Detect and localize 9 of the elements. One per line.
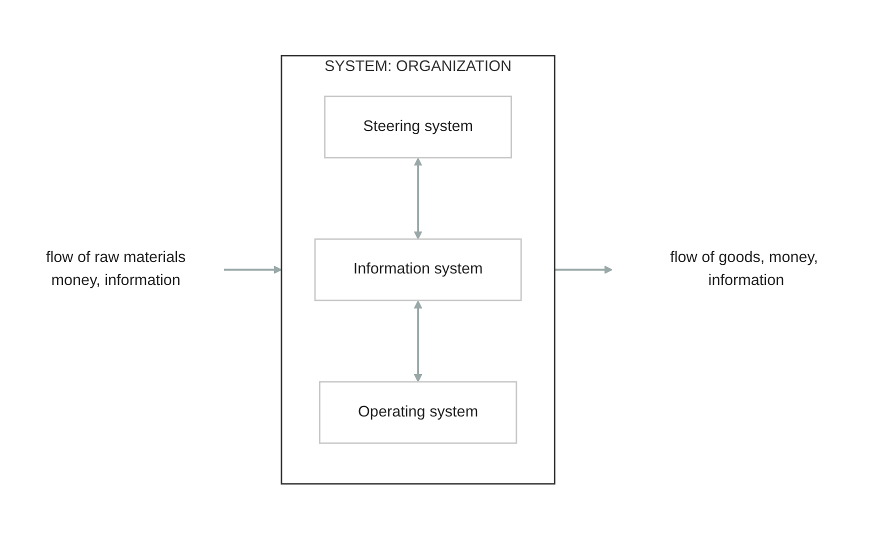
arrow <box>414 157 422 240</box>
node-text: flow of raw materials money, information <box>46 249 186 289</box>
arrow <box>224 265 282 274</box>
node-box: Operating system <box>318 380 518 444</box>
arrow <box>554 265 612 274</box>
node-text: flow of goods, money, information <box>670 249 818 289</box>
arrow <box>414 300 422 382</box>
node-box: Steering system <box>324 95 512 158</box>
node-box: Information system <box>314 238 522 301</box>
